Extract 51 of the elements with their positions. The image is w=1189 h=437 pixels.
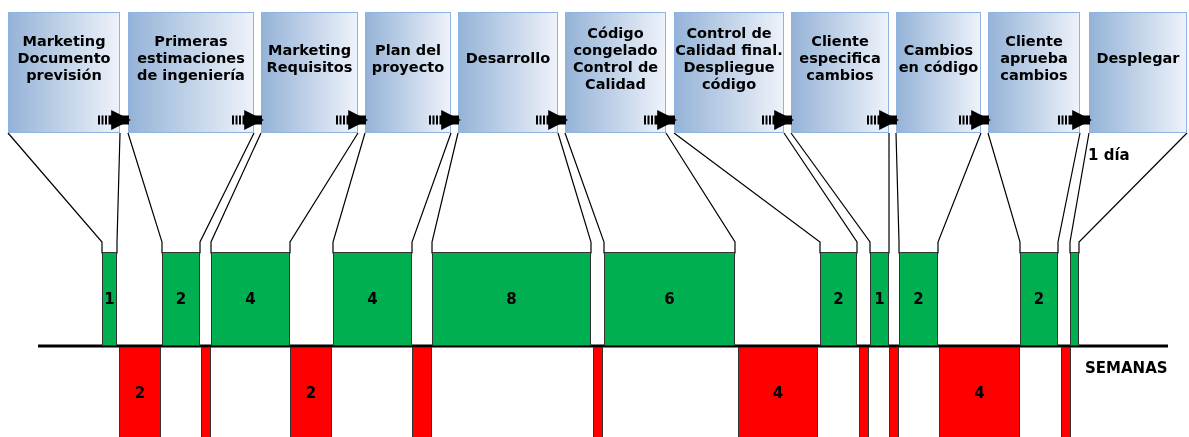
value-added-bar: 2: [1020, 252, 1058, 346]
waiting-time-bar: 4: [939, 347, 1020, 437]
projection-lines: [1069, 132, 1188, 254]
value-added-bar: 2: [162, 252, 200, 346]
axis-label: SEMANAS: [1085, 359, 1168, 377]
push-arrow: [98, 110, 131, 130]
value-added-bar: 6: [604, 252, 735, 346]
duration-label: 1 día: [1088, 146, 1130, 164]
projection-lines: [127, 132, 255, 254]
value-added-bar: 1: [102, 252, 117, 346]
process-box: Desplegar: [1089, 12, 1187, 133]
push-arrow: [762, 110, 794, 130]
push-arrow: [959, 110, 991, 130]
process-box: Primeras estimaciones de ingeniería: [128, 12, 254, 133]
value-added-bar: 1: [870, 252, 889, 346]
push-arrow: [232, 110, 264, 130]
push-arrow: [1058, 110, 1092, 130]
push-arrow: [429, 110, 461, 130]
waiting-time-bar: [593, 347, 603, 437]
process-box: Cambios en código: [896, 12, 981, 133]
process-box: Cliente aprueba cambios: [988, 12, 1080, 133]
waiting-time-bar: [1061, 347, 1071, 437]
projection-lines: [7, 132, 121, 254]
value-added-bar: 2: [899, 252, 938, 346]
projection-lines: [987, 132, 1081, 254]
waiting-time-bar: [889, 347, 899, 437]
push-arrow: [336, 110, 368, 130]
value-added-bar: 8: [432, 252, 591, 346]
value-added-bar: 4: [211, 252, 290, 346]
process-box: Plan del proyecto: [365, 12, 451, 133]
waiting-time-bar: 4: [738, 347, 818, 437]
process-box: Desarrollo: [458, 12, 558, 133]
waiting-time-bar: [201, 347, 211, 437]
process-box: Marketing Requisitos: [261, 12, 358, 133]
process-box: Código congelado Control de Calidad: [565, 12, 666, 133]
push-arrow: [867, 110, 899, 130]
process-box: Cliente especifica cambios: [791, 12, 889, 133]
waiting-time-bar: 2: [119, 347, 161, 437]
push-arrow: [536, 110, 568, 130]
value-added-bar: 2: [820, 252, 857, 346]
process-box: Control de Calidad final. Despliegue código: [674, 12, 784, 133]
value-added-bar: [1070, 252, 1079, 346]
waiting-time-bar: [859, 347, 869, 437]
push-arrow: [644, 110, 677, 130]
projection-lines: [895, 132, 982, 254]
waiting-time-bar: 2: [290, 347, 332, 437]
projection-lines: [673, 132, 858, 254]
process-box: Marketing Documento previsión: [8, 12, 120, 133]
value-added-bar: 4: [333, 252, 412, 346]
waiting-time-bar: [412, 347, 432, 437]
projection-lines: [790, 132, 890, 254]
